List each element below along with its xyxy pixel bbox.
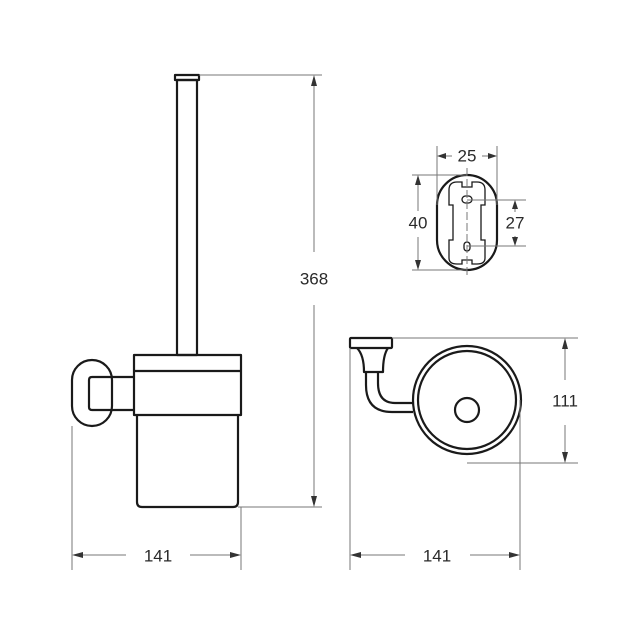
- holder-lid: [132, 353, 243, 417]
- hole-spacing-label: 27: [506, 213, 525, 232]
- arm-curve-outer: [364, 372, 413, 414]
- mount-plate-view: [435, 168, 499, 278]
- dimension-plate-height: 40: [409, 174, 467, 271]
- dimension-width-front: 141: [71, 426, 242, 570]
- cup-ring-inner: [416, 349, 518, 451]
- plate-outer: [435, 173, 499, 272]
- dimension-height-front: 368: [199, 74, 328, 508]
- dimension-depth-top: 111: [392, 337, 578, 464]
- width-label: 141: [144, 546, 172, 565]
- wall-plate: [348, 336, 394, 350]
- depth-label: 111: [552, 391, 578, 410]
- arm-neck: [356, 347, 389, 374]
- brush-handle: [175, 78, 199, 357]
- dimension-width-top: 141: [349, 348, 521, 570]
- handle-hole: [453, 396, 481, 424]
- top-width-label: 141: [423, 546, 451, 565]
- arm-curve-inner: [376, 372, 413, 405]
- cup-ring-outer: [411, 344, 523, 456]
- dimension-hole-spacing: 27: [467, 199, 526, 247]
- mount-arm: [87, 375, 134, 412]
- wall-mount: [70, 358, 114, 428]
- top-view: [348, 336, 523, 456]
- glass-cup: [135, 415, 240, 509]
- height-label: 368: [300, 269, 328, 288]
- plate-inner: [448, 181, 486, 265]
- plate-height-label: 40: [409, 213, 428, 232]
- plate-width-label: 25: [458, 146, 477, 165]
- front-view: [70, 73, 243, 509]
